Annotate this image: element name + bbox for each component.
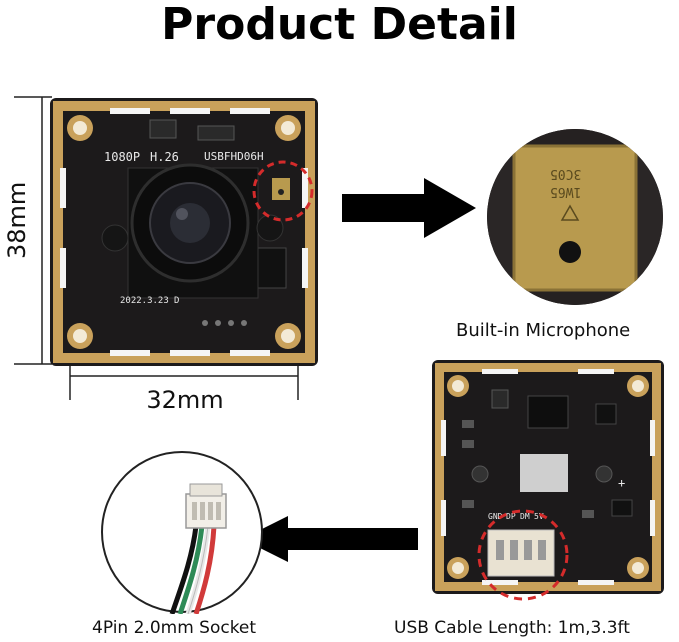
silk-mark: D <box>174 296 180 306</box>
mic-chip-line1: 3C05 <box>550 166 582 181</box>
pin-label-5v: 5V <box>534 512 544 521</box>
silk-date: 2022.3.23 <box>120 296 169 306</box>
microphone-caption: Built-in Microphone <box>456 320 631 341</box>
mic-chip-line2: 1W65 <box>550 184 582 199</box>
arrow-left-icon <box>242 516 418 562</box>
camera-board-front: 1080P H.26 USBFHD06H 2022.3.23 D <box>50 98 318 366</box>
socket-caption: 4Pin 2.0mm Socket <box>92 618 257 638</box>
silk-plus-mark: + <box>618 476 626 490</box>
pin-label-dp: DP <box>506 512 516 521</box>
page-title: Product Detail <box>161 0 518 50</box>
connector-highlight-circle <box>477 509 569 601</box>
usb-cable-caption: USB Cable Length: 1m,3.3ft <box>394 618 630 638</box>
silk-codec: H.26 <box>150 150 179 164</box>
height-dimension-label: 38mm <box>3 181 31 259</box>
silk-resolution: 1080P <box>104 150 141 164</box>
microphone-highlight-circle <box>252 160 314 222</box>
pin-label-gnd: GND <box>488 512 503 521</box>
arrow-right-icon <box>342 178 476 238</box>
silk-model: USBFHD06H <box>204 150 264 163</box>
pin-label-dm: DM <box>520 512 530 521</box>
microphone-zoom: 3C05 1W65 <box>486 128 664 306</box>
width-dimension-label: 32mm <box>146 386 224 414</box>
socket-zoom <box>100 450 264 615</box>
